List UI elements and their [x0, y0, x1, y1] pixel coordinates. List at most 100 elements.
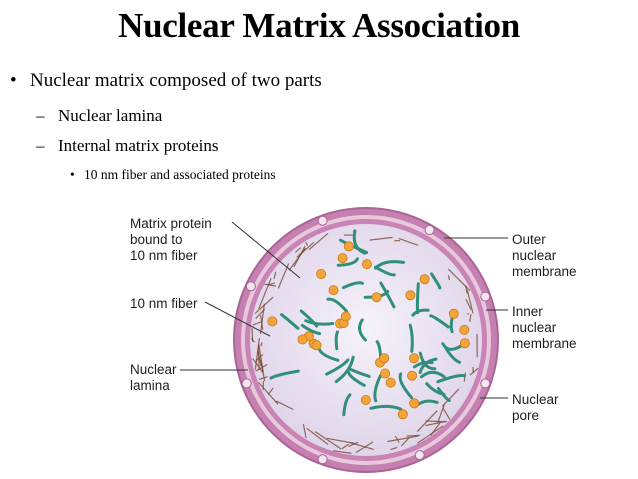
matrix-protein-dot [316, 268, 327, 279]
bullet-text: Nuclear lamina [58, 106, 163, 125]
fiber-strand [304, 319, 335, 326]
fiber-strand [334, 355, 355, 384]
lamina-filament [387, 435, 419, 443]
fiber-strand [300, 324, 322, 336]
matrix-proteins [267, 241, 470, 420]
lamina-filament [464, 285, 468, 294]
lamina-filament [394, 435, 400, 443]
label-line: pore [512, 408, 540, 423]
bullet-text: Internal matrix proteins [58, 136, 219, 155]
lamina-filament [400, 437, 410, 447]
nuclear-pore [480, 291, 491, 302]
label-outer-membrane: Outer nuclear membrane [512, 232, 577, 280]
fiber-strand [326, 297, 349, 313]
bullet-level2-lamina: –Nuclear lamina [36, 106, 162, 126]
lamina-filament [250, 338, 255, 343]
fiber-strand [374, 265, 396, 277]
fiber-strand [341, 281, 364, 290]
lamina-filament [260, 315, 264, 330]
label-line: Matrix protein [130, 216, 212, 231]
matrix-protein-dot [407, 370, 418, 381]
lamina-filament [469, 314, 472, 322]
lamina-filament [308, 232, 329, 251]
fiber-strand [418, 351, 437, 371]
lamina-filament [348, 441, 359, 447]
label-line: membrane [512, 336, 577, 351]
fiber-strand [352, 229, 366, 255]
fiber-strand [420, 370, 446, 379]
fiber-strand [299, 309, 319, 328]
lamina-filament [305, 241, 309, 246]
lamina-filament [447, 268, 471, 292]
lamina-filament [442, 407, 451, 420]
fiber-strand [349, 368, 371, 378]
internal-fibers [269, 229, 466, 417]
lamina-filament [333, 450, 352, 454]
nuclear-pore [414, 450, 425, 461]
matrix-protein-dot [459, 324, 470, 335]
leader-matrix-protein [231, 221, 301, 279]
fiber-strand [436, 374, 466, 384]
lamina-filament [390, 446, 398, 451]
dash-mark: – [36, 106, 45, 125]
matrix-protein-dot [361, 259, 372, 270]
label-line: Nuclear [130, 362, 177, 377]
lamina-filament [465, 299, 472, 310]
matrix-protein-dot [405, 290, 416, 301]
lamina-filament [264, 283, 276, 287]
lamina-filament [448, 275, 450, 281]
matrix-protein-dot [343, 241, 354, 252]
label-line: lamina [130, 378, 170, 393]
lamina-filament [355, 441, 374, 454]
matrix-protein-dot [371, 292, 382, 303]
fiber-strand [358, 318, 367, 342]
matrix-protein-dot [459, 338, 470, 349]
lamina-filament [257, 350, 262, 367]
fiber-strand [430, 272, 442, 290]
nuclear-pore [480, 378, 491, 389]
lamina-filament [369, 236, 393, 241]
fiber-strand [342, 393, 352, 417]
nuclear-pore [245, 281, 256, 292]
lamina-filament [406, 434, 421, 437]
lamina-filament [302, 424, 307, 439]
matrix-protein-dot [337, 253, 348, 264]
lamina-filament [306, 427, 329, 445]
lamina-filament [466, 289, 474, 314]
lamina-filament [293, 245, 306, 268]
nuclear-pore [424, 225, 435, 235]
lamina-filament [441, 388, 460, 407]
matrix-protein-dot [409, 353, 420, 364]
fiber-strand [443, 345, 461, 364]
label-line: bound to [130, 232, 183, 247]
label-line: nuclear [512, 248, 557, 263]
lamina-filament [275, 400, 294, 411]
leader-fiber [204, 301, 271, 337]
fiber-strand [369, 404, 403, 411]
label-inner-membrane: Inner nuclear membrane [512, 304, 577, 352]
matrix-protein-dot [267, 316, 278, 327]
lamina-filament [259, 303, 265, 335]
fiber-strand [325, 358, 350, 376]
lamina-filament [417, 425, 444, 444]
fiber-strand [436, 387, 451, 403]
lamina-filament [466, 313, 470, 315]
lamina-filament [437, 404, 445, 423]
nuclear-pore [317, 215, 328, 226]
lamina-filament [430, 422, 441, 436]
lamina-filament [425, 420, 446, 423]
matrix-protein-dot [297, 334, 308, 345]
label-line: 10 nm fiber [130, 296, 198, 311]
fiber-strand [334, 330, 339, 351]
lamina-filament [252, 358, 264, 373]
bullet-level3: •10 nm fiber and associated proteins [70, 167, 276, 183]
label-pore: Nuclear pore [512, 392, 559, 424]
matrix-protein-dot [419, 274, 430, 285]
lamina-filament [252, 320, 263, 326]
matrix-protein-dot [311, 340, 322, 351]
fiber-strand [280, 313, 300, 330]
lamina-filament [260, 342, 263, 347]
label-line: membrane [512, 264, 577, 279]
bullet-mark: • [10, 70, 17, 91]
fiber-strand [398, 372, 413, 399]
